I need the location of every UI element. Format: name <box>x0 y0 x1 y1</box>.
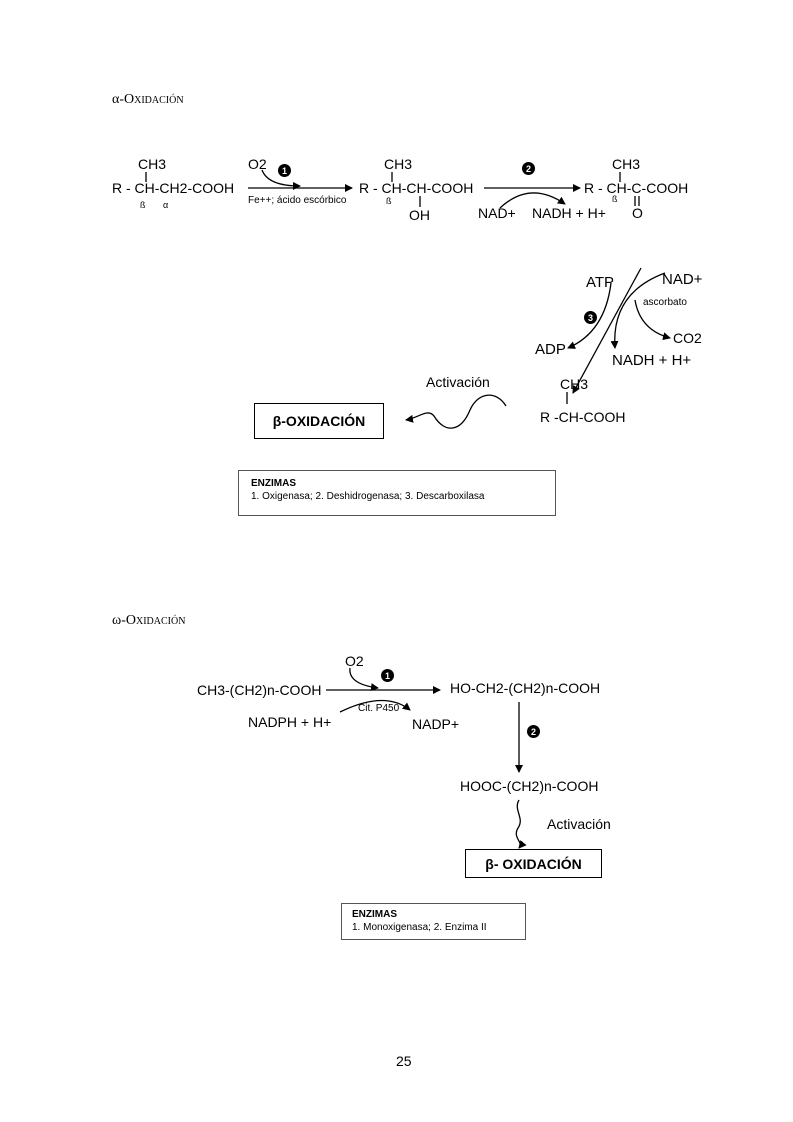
enzymes-list: 1. Oxigenasa; 2. Deshidrogenasa; 3. Desc… <box>251 491 485 502</box>
alpha-label: α <box>163 200 169 210</box>
product1-chain: R - CH-CH-COOH <box>359 180 474 196</box>
omega-substrate: CH3-(CH2)n-COOH <box>197 682 322 698</box>
cofactor-label: Fe++; ácido escórbico <box>248 195 347 206</box>
beta-label: ß <box>612 194 618 204</box>
nadh-label: NADH + H+ <box>532 205 606 221</box>
co2-curve <box>634 299 671 341</box>
o-label: O <box>632 205 643 221</box>
enzymes-box: ENZIMAS 1. Monoxigenasa; 2. Enzima II <box>341 903 526 940</box>
nad-label: NAD+ <box>662 271 703 288</box>
substrate-chain: R - CH-CH2-COOH <box>112 180 235 196</box>
nadh-label: NADH + H+ <box>612 352 692 369</box>
enzymes-title: ENZIMAS <box>251 478 296 489</box>
beta-oxidation-box: β- OXIDACIÓN <box>465 849 602 878</box>
nadp-label: NADP+ <box>412 716 460 732</box>
beta-label: ß <box>140 200 146 210</box>
title-symbol: α <box>112 92 120 107</box>
step-2-badge: 2 <box>522 162 535 175</box>
o2-label: O2 <box>248 156 267 172</box>
title-text: -Oxidación <box>121 613 186 628</box>
step-1-badge: 1 <box>381 669 394 682</box>
activation-wave <box>515 799 527 849</box>
atp-label: ATP <box>586 274 615 291</box>
omega-product2: HOOC-(CH2)n-COOH <box>460 778 599 794</box>
product2-ch3: CH3 <box>612 156 641 172</box>
nad-curve <box>499 192 566 209</box>
title-text: -Oxidación <box>119 92 184 107</box>
step-2-badge: 2 <box>527 725 540 738</box>
omega-section-title: ω-Oxidación <box>112 613 185 629</box>
alpha-section-title: α-Oxidación <box>112 92 184 108</box>
cofactor-label: Cit. P450 <box>358 703 400 714</box>
product2-chain: R - CH-C-COOH <box>584 180 689 196</box>
nad-label: NAD+ <box>478 205 516 221</box>
substrate-ch3: CH3 <box>138 156 167 172</box>
nadph-label: NADPH + H+ <box>248 714 332 730</box>
beta-symbol: β <box>485 855 494 872</box>
beta-oxidation-text: - OXIDACIÓN <box>493 855 582 872</box>
beta-symbol: β <box>272 413 282 429</box>
product1-ch3: CH3 <box>384 156 413 172</box>
o2-curve <box>349 667 379 692</box>
co2-label: CO2 <box>673 330 702 346</box>
omega-product1: HO-CH2-(CH2)n-COOH <box>450 680 601 696</box>
final-ch3: CH3 <box>560 376 589 392</box>
nadph-curve <box>339 699 411 713</box>
enzymes-box: ENZIMAS 1. Oxigenasa; 2. Deshidrogenasa;… <box>238 470 556 516</box>
enzymes-list: 1. Monoxigenasa; 2. Enzima II <box>352 922 487 933</box>
title-symbol: ω <box>112 613 122 628</box>
adp-label: ADP <box>535 341 566 358</box>
beta-oxidation-text: -OXIDACIÓN <box>281 413 366 429</box>
page-number: 25 <box>396 1053 412 1069</box>
ascorbato-label: ascorbato <box>643 297 687 308</box>
oh-label: OH <box>409 207 430 223</box>
o2-label: O2 <box>345 653 364 669</box>
step-3-badge: 3 <box>584 311 597 324</box>
final-chain: R -CH-COOH <box>540 409 626 425</box>
enzymes-title: ENZIMAS <box>352 909 397 920</box>
step-1-badge: 1 <box>278 164 291 177</box>
activation-wave <box>405 394 507 429</box>
activation-label: Activación <box>547 816 611 832</box>
nad-curve <box>610 272 666 349</box>
beta-label: ß <box>386 196 392 206</box>
beta-oxidation-box: β-OXIDACIÓN <box>254 403 384 439</box>
activation-label: Activación <box>426 374 490 390</box>
decarboxylation-arrow <box>572 267 642 394</box>
o2-curve <box>261 169 301 190</box>
atp-curve <box>567 282 612 349</box>
